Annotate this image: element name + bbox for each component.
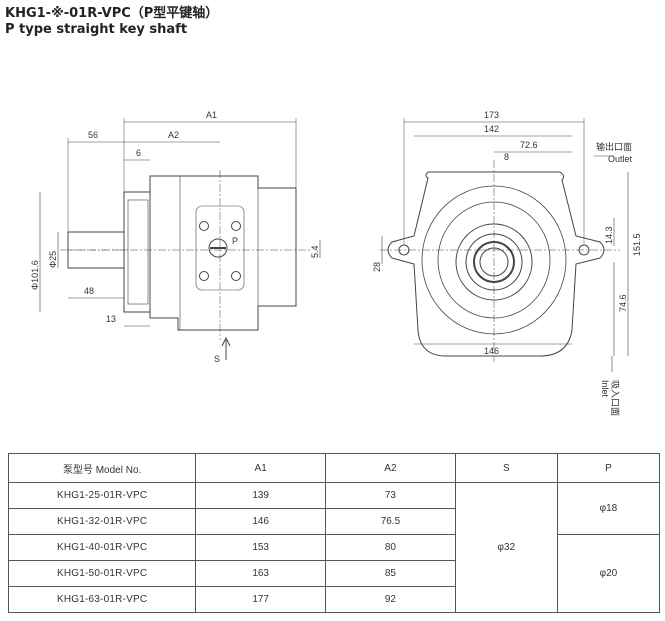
a1-cell: 146 [195, 508, 327, 535]
table-row: KHG1-63-01R-VPC 177 92 [7, 586, 660, 613]
model-cell: KHG1-50-01R-VPC [7, 560, 197, 587]
dim-173: 173 [484, 110, 499, 120]
table-row: KHG1-32-01R-VPC 146 76.5 [7, 508, 660, 535]
pump-body-outline [149, 175, 297, 331]
dim-a2: A2 [168, 130, 179, 140]
front-view-dimensions: 173 142 72.6 8 146 输出口面 Outlet 28 14.3 1… [372, 110, 642, 416]
header-model: 泵型号 Model No. [7, 453, 197, 483]
dim-74-6: 74.6 [618, 294, 628, 312]
table-row: KHG1-50-01R-VPC 163 85 [7, 560, 660, 587]
dim-13: 13 [106, 314, 116, 324]
model-cell: KHG1-25-01R-VPC [7, 482, 197, 509]
a2-cell: 80 [325, 534, 456, 561]
outlet-label-cn: 输出口面 [596, 141, 632, 152]
header-p: P [556, 453, 661, 483]
dim-146: 146 [484, 346, 499, 356]
model-cell: KHG1-63-01R-VPC [7, 586, 197, 613]
s-cell: φ32 [454, 482, 558, 613]
dim-shaft-dia: Φ25 [48, 251, 58, 268]
a1-cell: 177 [195, 586, 327, 613]
header-a2: A2 [325, 453, 456, 483]
outlet-label-en: Outlet [608, 154, 633, 164]
dim-flange-dia: Φ101.6 [30, 260, 40, 290]
dim-72-6: 72.6 [520, 140, 538, 150]
dim-56: 56 [88, 130, 98, 140]
table-header-row: 泵型号 Model No. A1 A2 S P [7, 453, 661, 483]
a1-cell: 163 [195, 560, 327, 587]
p-cell-2: φ20 [556, 534, 661, 613]
header-a1: A1 [195, 453, 327, 483]
a2-cell: 76.5 [325, 508, 456, 535]
dim-a1: A1 [206, 110, 217, 120]
label-p: P [232, 236, 238, 246]
inlet-label-cn: 吸入口面 [610, 380, 620, 416]
header-s: S [454, 453, 558, 483]
drawing-subtitle: P type straight key shaft [5, 22, 188, 37]
dim-48: 48 [84, 286, 94, 296]
p-port [208, 238, 228, 258]
a2-cell: 92 [325, 586, 456, 613]
front-view [380, 118, 629, 372]
dim-8: 8 [504, 152, 509, 162]
a1-cell: 139 [195, 482, 327, 509]
dim-28: 28 [372, 262, 382, 272]
table-row: KHG1-25-01R-VPC 139 73 φ32 φ18 [7, 482, 661, 613]
model-cell: KHG1-40-01R-VPC [7, 534, 197, 561]
side-view [39, 118, 321, 360]
dim-6: 6 [136, 148, 141, 158]
dim-5-4: 5.4 [310, 245, 320, 258]
a2-cell: 85 [325, 560, 456, 587]
technical-drawing: A1 A2 56 6 48 13 P S 5.4 Φ101.6 Φ25 173 … [30, 110, 642, 416]
inlet-label-en: Inlet [600, 380, 610, 398]
drawing-title: KHG1-※-01R-VPC（P型平键轴） [5, 6, 219, 21]
a1-cell: 153 [195, 534, 327, 561]
front-body-outline [387, 171, 605, 357]
model-cell: KHG1-32-01R-VPC [7, 508, 197, 535]
dim-151-5: 151.5 [632, 233, 642, 256]
a2-cell: 73 [325, 482, 456, 509]
dim-14-3: 14.3 [604, 226, 614, 244]
dimension-table: 泵型号 Model No. A1 A2 S P KHG1-25-01R-VPC … [7, 453, 661, 613]
side-view-dimensions: A1 A2 56 6 48 13 P S 5.4 Φ101.6 Φ25 [30, 110, 320, 364]
dim-142: 142 [484, 124, 499, 134]
label-s: S [214, 354, 220, 364]
table-row: KHG1-40-01R-VPC 153 80 φ20 [7, 534, 661, 613]
p-cell-1: φ18 [556, 482, 661, 535]
